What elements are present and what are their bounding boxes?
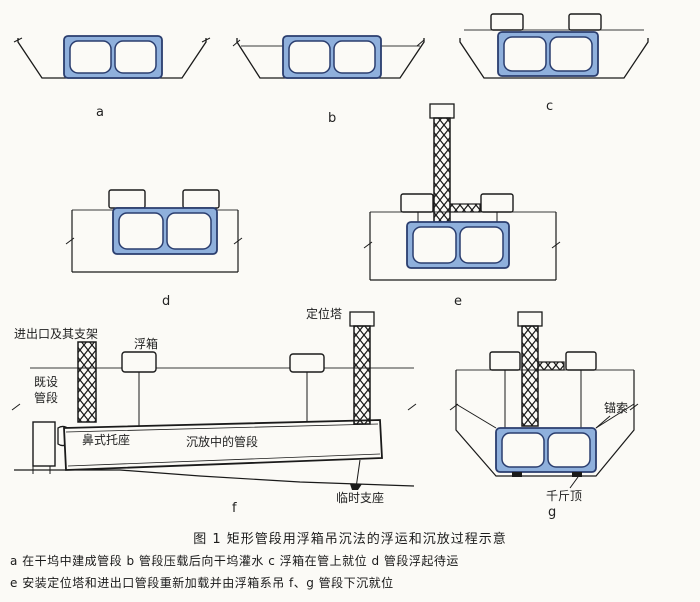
jack-left: [512, 472, 522, 477]
panel-e: e: [363, 103, 561, 309]
figure-caption-line-2: e 安装定位塔和进出口管段重新加载并由浮箱系吊 f、g 管段下沉就位: [10, 576, 394, 590]
panel-letter-c: c: [546, 99, 553, 114]
tube-segment-c: [497, 31, 599, 77]
panel-b: b: [232, 35, 425, 126]
pontoon-f-right: [289, 353, 325, 373]
panel-letter-d: d: [162, 294, 170, 309]
label-jack: 千斤顶: [546, 489, 582, 503]
pontoon-d-left: [108, 189, 146, 209]
panel-d: d: [65, 189, 243, 309]
label-temp-support: 临时支座: [336, 490, 384, 505]
panel-g: 锚索 千斤顶 g: [449, 311, 639, 520]
label-nose-bracket: 鼻式托座: [82, 432, 130, 447]
tower-cap-g: [517, 311, 543, 327]
dry-dock-outline-c: [459, 38, 649, 79]
pontoon-c-right: [568, 13, 602, 31]
panel-letter-f: f: [232, 501, 237, 516]
pontoon-c-left: [490, 13, 524, 31]
pontoon-f-left: [121, 351, 157, 373]
tower-cap-e: [429, 103, 455, 119]
pontoon-g-left: [489, 351, 521, 371]
panel-letter-b: b: [328, 111, 336, 126]
tube-segment-d: [112, 207, 218, 255]
trench-g: [455, 370, 635, 477]
tube-segment-e: [406, 221, 510, 269]
panel-letter-g: g: [548, 505, 556, 520]
positioning-tower-f: [353, 325, 371, 425]
tower-bridge-e: [449, 203, 481, 213]
jack-leader: [569, 476, 579, 489]
panel-a: a: [13, 35, 211, 120]
pontoon-d-right: [182, 189, 220, 209]
pontoon-e-left: [400, 193, 434, 213]
label-pontoon: 浮箱: [134, 336, 158, 351]
seabed-f: [14, 469, 415, 487]
anchor-cables: [455, 403, 635, 429]
label-anchor-cable: 锚索: [604, 400, 628, 415]
tower-bridge-g: [537, 361, 565, 371]
panel-letter-a: a: [96, 105, 104, 120]
label-positioning-tower: 定位塔: [306, 306, 342, 321]
temp-support: [350, 484, 362, 490]
dock-edge-ticks-a: [13, 37, 211, 43]
figure-caption-line-1: a 在干坞中建成管段 b 管段压载后向干坞灌水 c 浮箱在管上就位 d 管段浮起…: [10, 554, 459, 568]
break-marks-g: [449, 403, 639, 411]
entrance-frame-tower: [77, 341, 97, 423]
tube-segment-b: [282, 35, 382, 79]
sinking-segment: [63, 419, 383, 471]
label-existing-segment-2: 管段: [34, 390, 58, 405]
pontoon-g-right: [565, 351, 597, 371]
tube-segment-a: [63, 35, 163, 79]
panel-c: c: [459, 13, 649, 114]
tube-segment-g: [495, 427, 597, 473]
temp-support-leader: [355, 459, 361, 489]
figure-caption-title: 图 1 矩形管段用浮箱吊沉法的浮运和沉放过程示意: [193, 532, 507, 547]
positioning-tower-e: [433, 117, 451, 223]
panel-f: 进出口及其支架 浮箱 定位塔 既设 管段 鼻式托座 沉放中的管段 临时支座 f: [11, 306, 417, 516]
label-entrance-frame: 进出口及其支架: [14, 327, 98, 341]
label-sinking-segment: 沉放中的管段: [186, 434, 258, 449]
positioning-tower-g: [521, 325, 539, 427]
break-marks-f: [11, 403, 417, 411]
label-existing-segment-1: 既设: [34, 375, 58, 389]
jack-right: [572, 472, 582, 477]
break-marks-e: [363, 241, 561, 249]
panel-letter-e: e: [454, 294, 462, 309]
pontoon-e-right: [480, 193, 514, 213]
break-marks-d: [65, 237, 243, 245]
anchor-leader: [595, 415, 611, 429]
existing-segment: [32, 421, 56, 467]
water-ticks-b: [232, 39, 425, 47]
tower-cap-f: [349, 311, 375, 327]
